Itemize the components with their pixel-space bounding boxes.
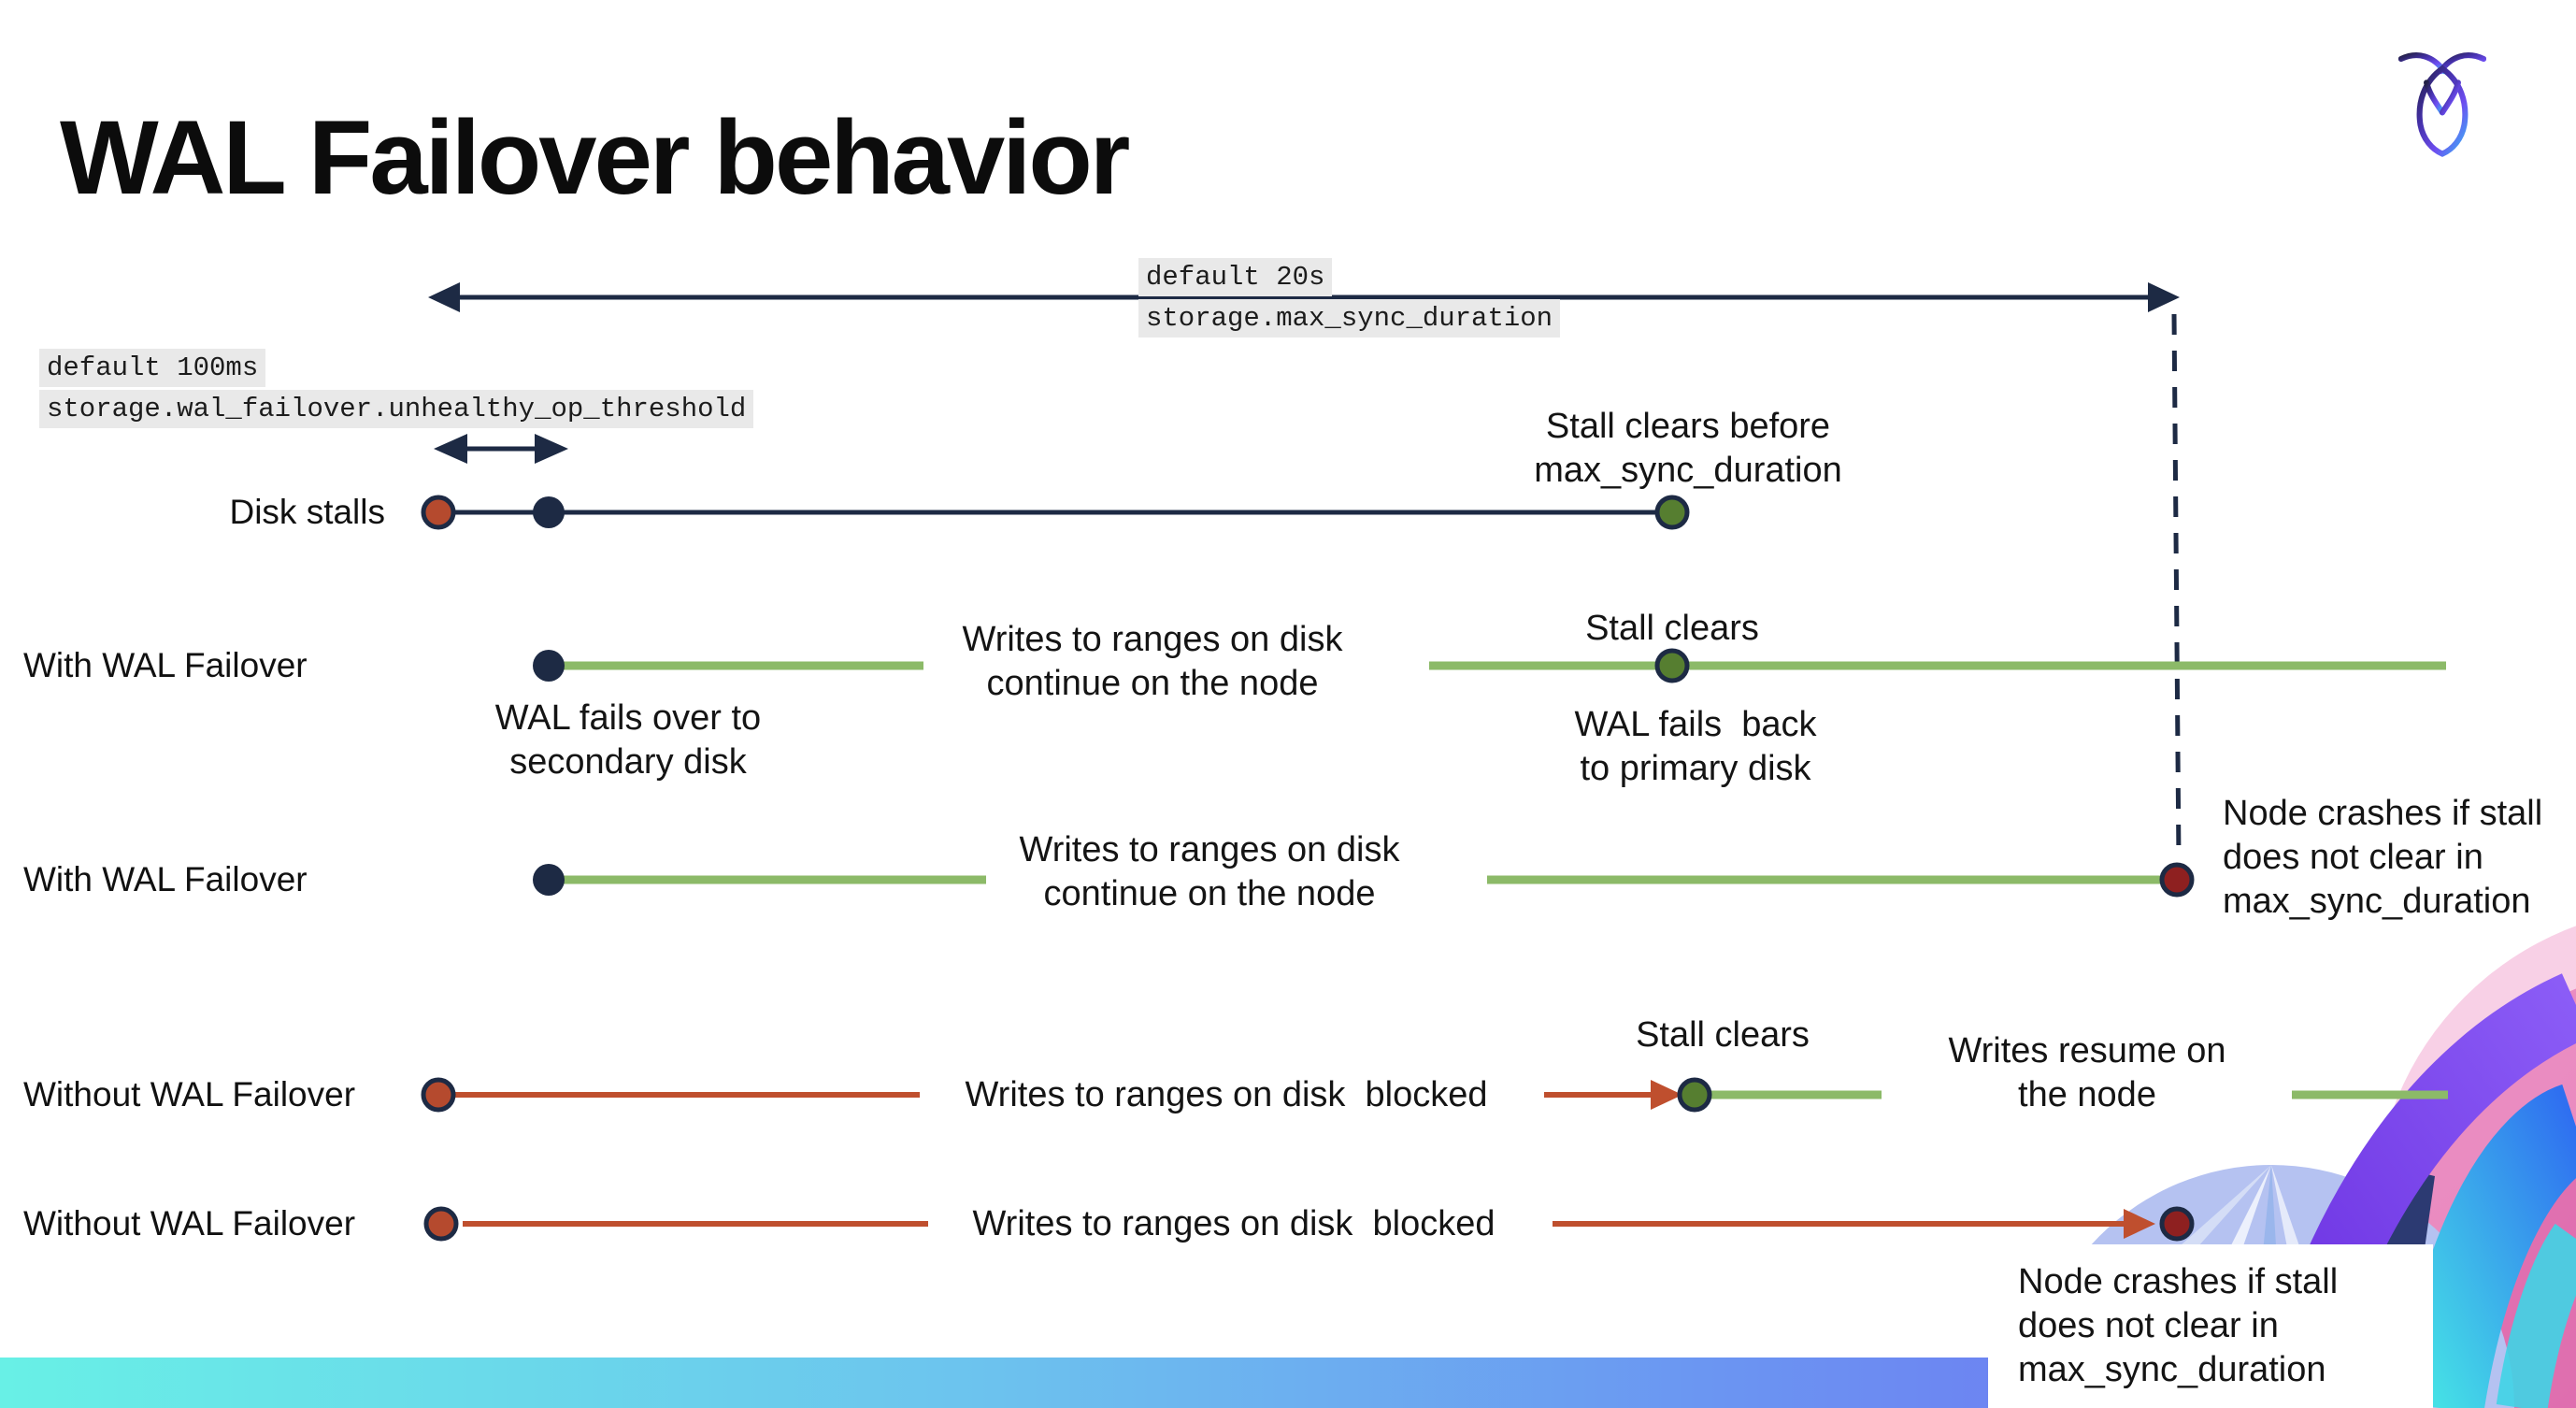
row-label-with-wal-failover-2: With WAL Failover <box>23 860 308 898</box>
row-label-disk-stalls: Disk stalls <box>229 493 385 531</box>
threshold-reached-dot <box>533 496 565 528</box>
max-sync-setting-chip: storage.max_sync_duration <box>1138 299 1561 338</box>
stall-clears-dot <box>1654 648 1690 683</box>
max-sync-dashed-line <box>2171 313 2182 862</box>
stall-clears-dot <box>1677 1077 1712 1113</box>
stall-clears-dot <box>1654 495 1690 530</box>
note-node-crashes-2: Node crashes if stall does not clear in … <box>2018 1262 2339 1389</box>
disk-stall-start-dot <box>423 1206 459 1242</box>
failover-dot <box>533 650 565 682</box>
arrow-left-icon <box>434 434 467 464</box>
unhealthy-op-default-chip: default 100ms <box>39 349 266 387</box>
arrow-right-icon <box>2124 1209 2155 1239</box>
note-writes-blocked-2: Writes to ranges on disk blocked <box>972 1204 1496 1243</box>
arrow-right-icon <box>535 434 568 464</box>
note-writes-continue-2: Writes to ranges on disk continue on the… <box>1019 830 1400 913</box>
note-writes-continue-1: Writes to ranges on disk continue on the… <box>962 620 1343 703</box>
node-crash-dot <box>2159 1206 2195 1242</box>
page-title: WAL Failover behavior <box>60 99 1130 217</box>
failover-dot <box>533 864 565 896</box>
note-writes-resume: Writes resume on the node <box>1948 1031 2226 1114</box>
note-stall-clears-before: Stall clears before max_sync_duration <box>1534 407 1842 490</box>
disk-stall-start-dot <box>421 495 456 530</box>
note-writes-blocked-1: Writes to ranges on disk blocked <box>965 1075 1488 1114</box>
arrow-right-icon <box>1651 1080 1682 1110</box>
note-wal-fails-over: WAL fails over to secondary disk <box>494 698 762 782</box>
arrow-right-icon <box>2148 282 2180 312</box>
max-sync-default-chip: default 20s <box>1138 258 1333 296</box>
cockroachdb-logo-icon <box>2398 52 2486 157</box>
row-label-without-wal-failover-2: Without WAL Failover <box>23 1204 356 1243</box>
arrow-left-icon <box>428 282 460 312</box>
note-stall-clears-1: Stall clears <box>1585 609 1759 648</box>
note-node-crashes-1: Node crashes if stall does not clear in … <box>2223 794 2543 921</box>
row-label-without-wal-failover-1: Without WAL Failover <box>23 1075 356 1113</box>
node-crash-dot <box>2159 862 2195 898</box>
note-stall-clears-2: Stall clears <box>1636 1015 1810 1055</box>
unhealthy-op-setting-chip: storage.wal_failover.unhealthy_op_thresh… <box>39 390 754 428</box>
row-label-with-wal-failover-1: With WAL Failover <box>23 646 308 684</box>
crash-note-box <box>1988 1244 2433 1408</box>
disk-stall-start-dot <box>421 1077 456 1113</box>
note-wal-fails-back: WAL fails back to primary disk <box>1574 705 1817 788</box>
